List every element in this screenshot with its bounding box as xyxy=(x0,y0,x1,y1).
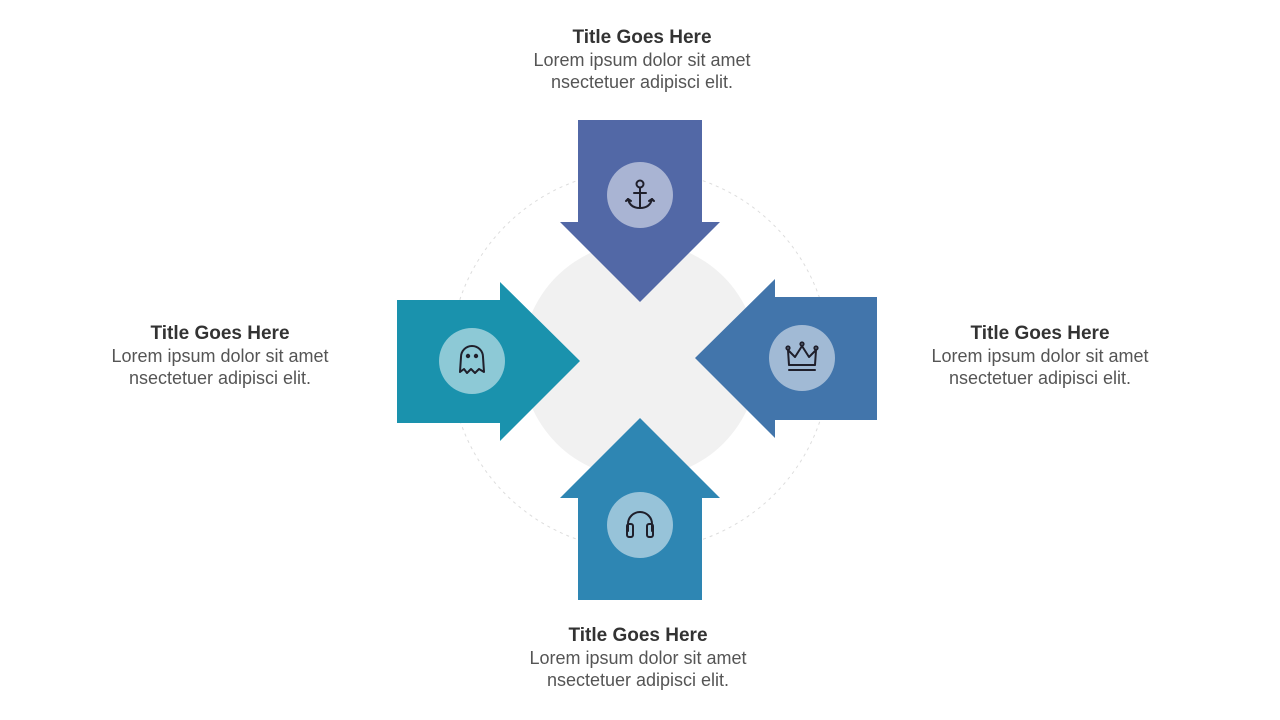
label-line2-right: nsectetuer adipisci elit. xyxy=(948,368,1132,388)
label-block-top: Title Goes Here Lorem ipsum dolor sit am… xyxy=(482,27,802,93)
label-line2-top: nsectetuer adipisci elit. xyxy=(550,72,734,92)
crown-icon xyxy=(785,341,819,371)
icon-circle-bottom xyxy=(607,492,673,558)
icon-circle-left xyxy=(439,328,505,394)
label-line1-bottom: Lorem ipsum dolor sit amet xyxy=(529,648,747,668)
label-block-right: Title Goes Here Lorem ipsum dolor sit am… xyxy=(880,323,1200,389)
anchor-icon xyxy=(625,179,655,209)
label-line2-left: nsectetuer adipisci elit. xyxy=(128,368,312,388)
label-title-bottom: Title Goes Here xyxy=(568,625,708,646)
label-block-bottom: Title Goes Here Lorem ipsum dolor sit am… xyxy=(478,625,798,691)
headphones-icon xyxy=(626,511,654,538)
icon-circle-right xyxy=(769,325,835,391)
label-block-left: Title Goes Here Lorem ipsum dolor sit am… xyxy=(60,323,380,389)
label-title-left: Title Goes Here xyxy=(150,323,290,344)
label-title-right: Title Goes Here xyxy=(970,323,1110,344)
label-title-top: Title Goes Here xyxy=(572,27,712,48)
label-line2-bottom: nsectetuer adipisci elit. xyxy=(546,670,730,690)
label-line1-top: Lorem ipsum dolor sit amet xyxy=(533,50,751,70)
label-line1-right: Lorem ipsum dolor sit amet xyxy=(931,346,1149,366)
ghost-icon xyxy=(459,345,485,374)
label-line1-left: Lorem ipsum dolor sit amet xyxy=(111,346,329,366)
center-circle xyxy=(522,242,758,478)
